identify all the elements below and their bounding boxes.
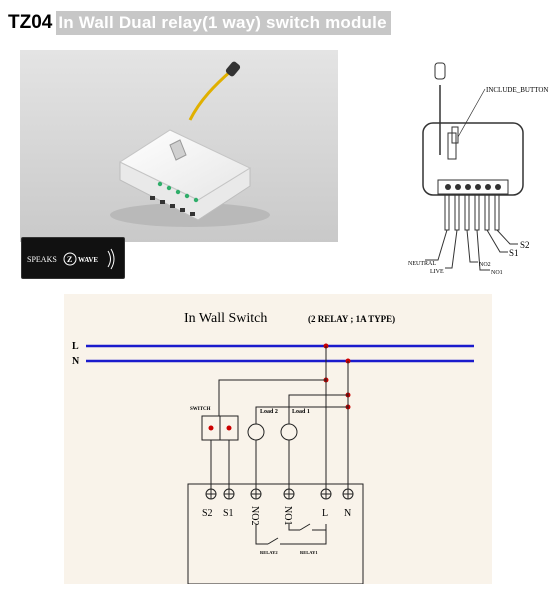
neutral-label: NEUTRAL: [408, 261, 436, 267]
terminal-no2: NO2: [249, 506, 260, 525]
relay2-label: RELAY2: [260, 550, 278, 555]
model-number: TZ04: [8, 12, 53, 33]
schematic-title: In Wall Switch: [184, 311, 267, 326]
line-l-label: L: [72, 341, 79, 352]
wiring-schematic: In Wall Switch (2 RELAY ; 1A TYPE) L N: [64, 294, 492, 585]
speaks-zwave-logo: SPEAKS Z WAVE: [27, 248, 115, 270]
module-outline-diagram: INCLUDE_BUTTON NEUTRAL LIVE NO2 NO1 S1 S…: [390, 55, 555, 285]
module-illustration: [20, 50, 338, 242]
terminal-s1: S1: [223, 508, 234, 519]
svg-text:Z: Z: [67, 255, 72, 264]
s1-label: S1: [509, 248, 519, 258]
zwave-logo: SPEAKS Z WAVE: [21, 237, 125, 279]
logo-speaks-text: SPEAKS: [27, 255, 57, 264]
outline-svg: INCLUDE_BUTTON NEUTRAL LIVE NO2 NO1 S1 S…: [408, 62, 548, 276]
s2-label: S2: [520, 240, 530, 250]
line-n-label: N: [72, 356, 80, 367]
terminal-l: L: [322, 508, 328, 519]
no2-label: NO2: [479, 262, 491, 268]
live-label: LIVE: [430, 269, 444, 275]
terminal-s2: S2: [202, 508, 213, 519]
schematic-svg: In Wall Switch (2 RELAY ; 1A TYPE) L N: [72, 311, 474, 585]
terminal-n: N: [344, 508, 351, 519]
no1-label: NO1: [491, 270, 503, 276]
terminal-no1: NO1: [282, 506, 293, 525]
include-button-label: INCLUDE_BUTTON: [486, 86, 548, 94]
logo-wave-text: WAVE: [78, 256, 98, 264]
product-title: In Wall Dual relay(1 way) switch module: [56, 11, 391, 35]
product-photo: [20, 50, 338, 242]
load1-label: Load 1: [292, 409, 310, 415]
page-header: TZ04 In Wall Dual relay(1 way) switch mo…: [8, 10, 391, 36]
schematic-subtitle: (2 RELAY ; 1A TYPE): [308, 314, 395, 324]
relay1-label: RELAY1: [300, 550, 318, 555]
switch-label: SWITCH: [190, 407, 211, 412]
load2-label: Load 2: [260, 409, 278, 415]
